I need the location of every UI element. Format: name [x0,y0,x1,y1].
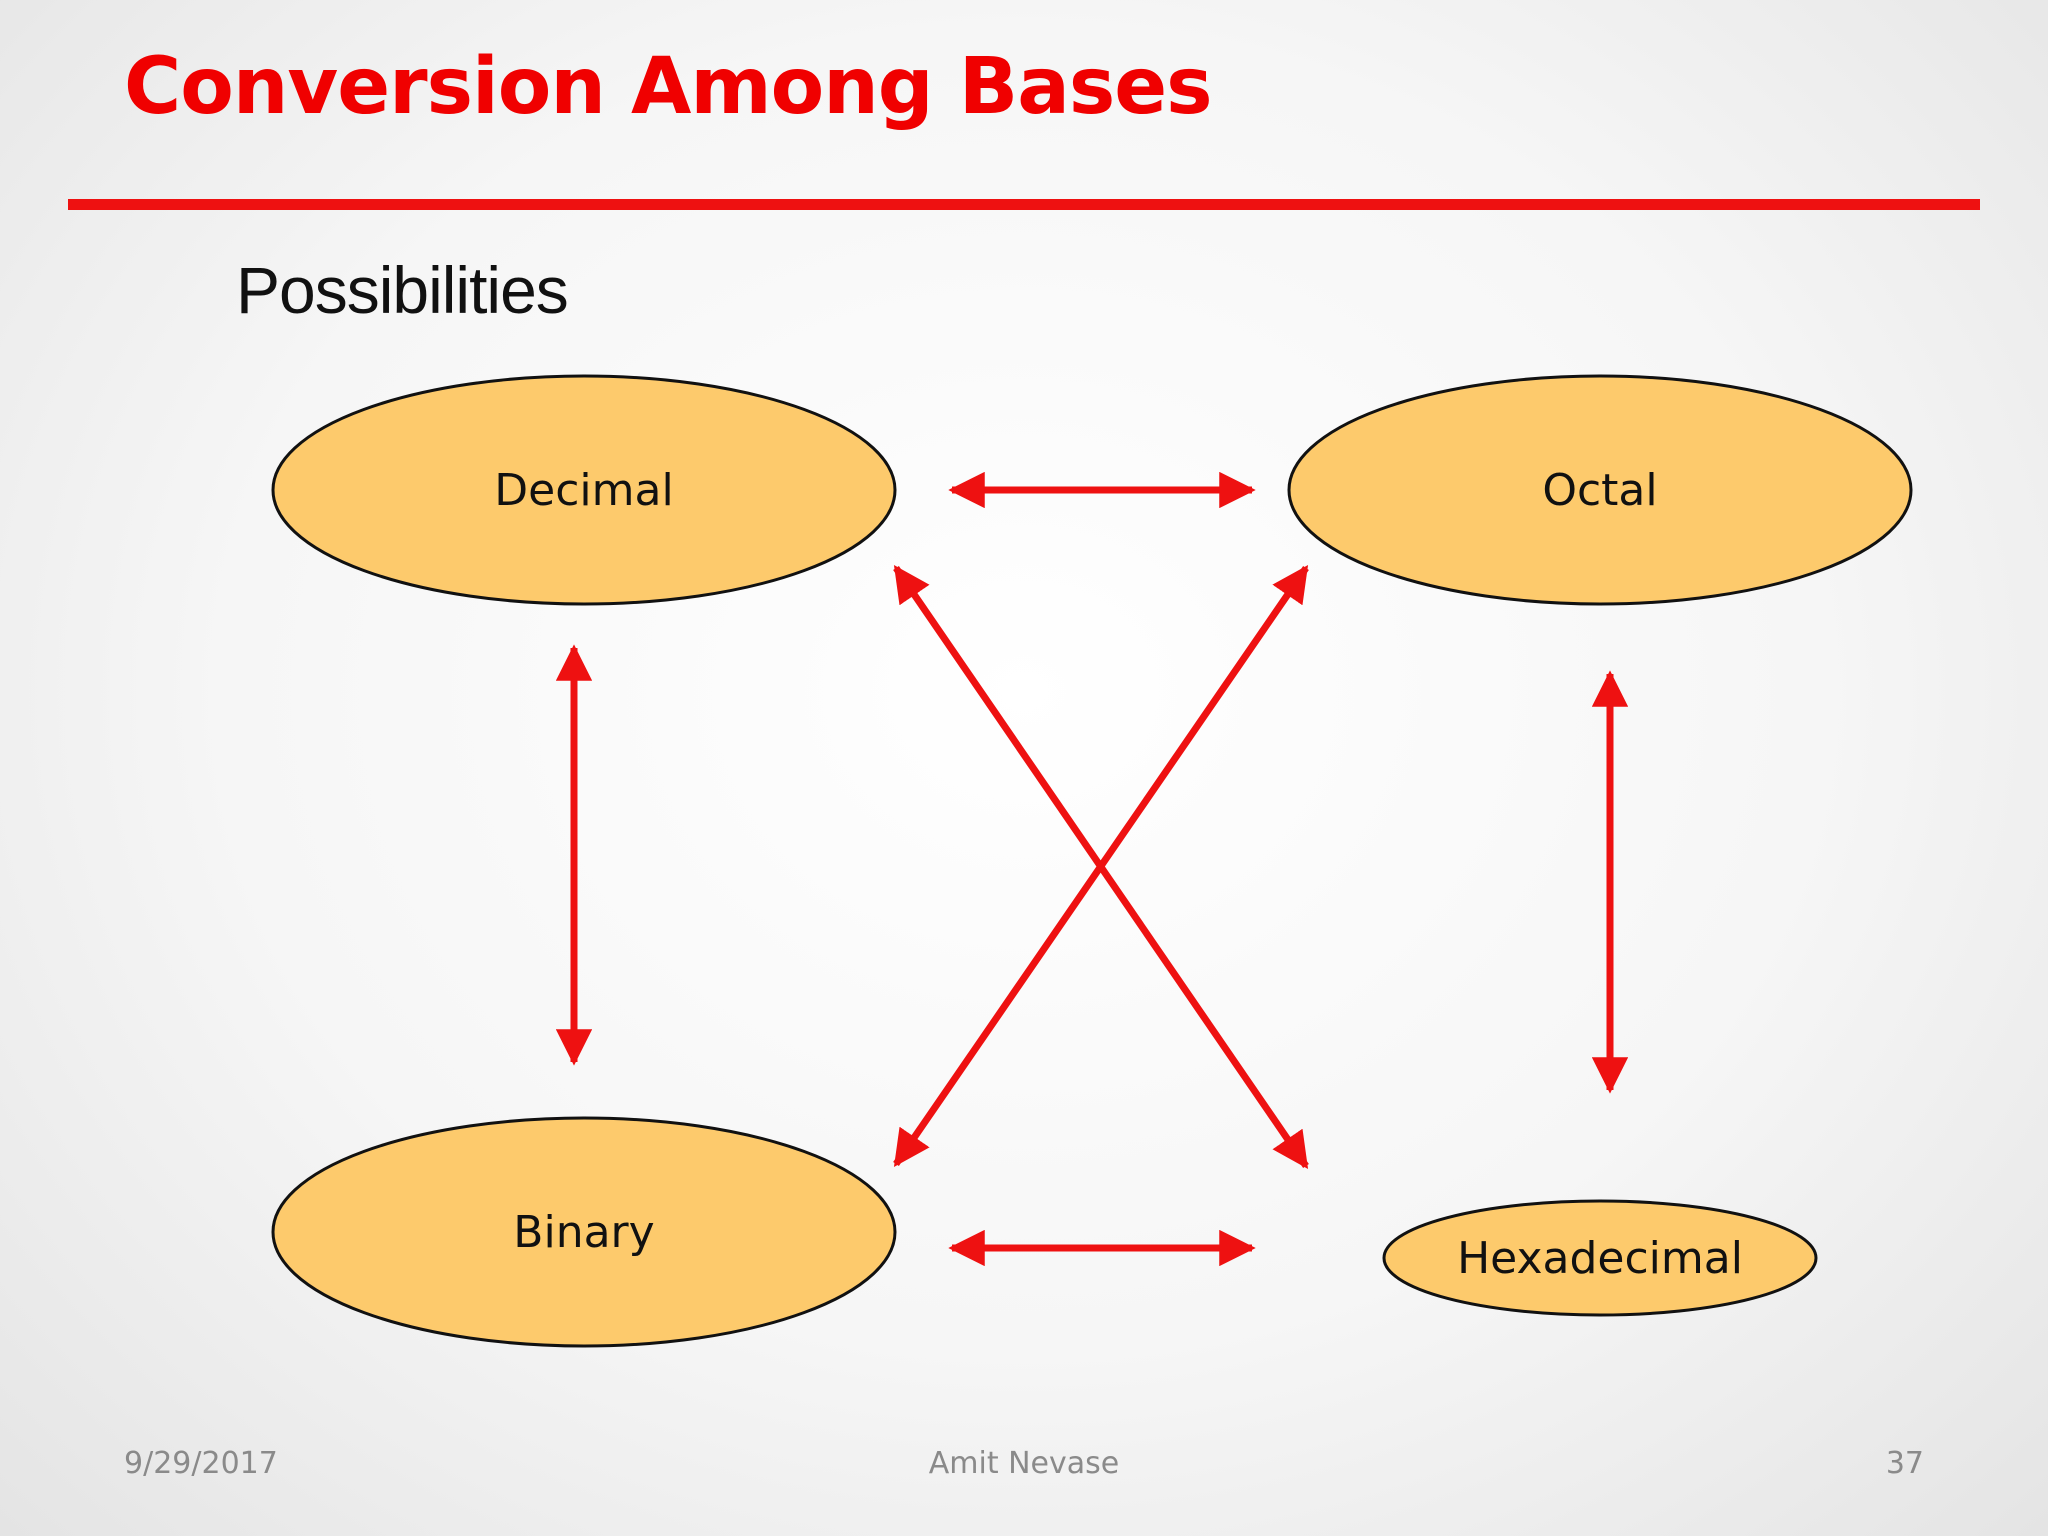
node-hexadecimal: Hexadecimal [1382,1199,1818,1317]
footer-page-number: 37 [1885,1446,1924,1481]
node-binary-label: Binary [513,1207,654,1258]
node-decimal-shape [271,374,897,606]
title-divider [68,199,1980,210]
node-decimal: Decimal [271,374,897,606]
node-hexadecimal-label: Hexadecimal [1457,1233,1743,1284]
slide-title: Conversion Among Bases [124,42,1213,132]
footer-date: 9/29/2017 [124,1446,278,1481]
slide-subtitle: Possibilities [236,253,569,327]
arrow-octal-binary [893,565,1309,1167]
footer-author: Amit Nevase [928,1446,1120,1481]
node-octal: Octal [1287,374,1913,606]
node-binary: Binary [271,1116,897,1348]
node-octal-label: Octal [1542,465,1657,516]
node-octal-shape [1287,374,1913,606]
node-decimal-label: Decimal [494,465,673,516]
node-hexadecimal-shape [1382,1199,1818,1317]
node-binary-shape [271,1116,897,1348]
